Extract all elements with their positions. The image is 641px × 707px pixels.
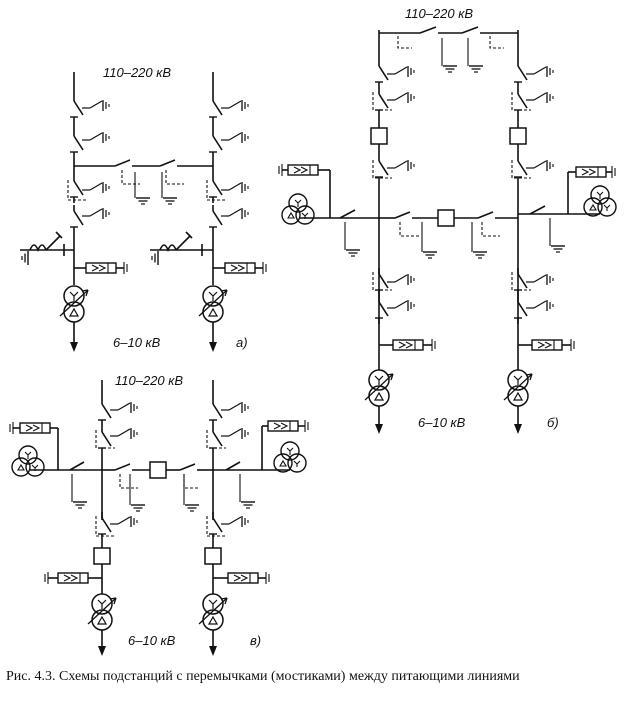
panel-a: 110–220 кВ: [20, 65, 267, 352]
panel-b-letter: б): [547, 415, 559, 430]
panel-v-lv-label: 6–10 кВ: [128, 633, 176, 648]
panel-v-letter: в): [250, 633, 261, 648]
panel-v-hv-label: 110–220 кВ: [115, 373, 183, 388]
panel-b-hv-label: 110–220 кВ: [405, 6, 473, 21]
panel-a-lv-label: 6–10 кВ: [113, 335, 161, 350]
panel-b-lv-label: 6–10 кВ: [418, 415, 466, 430]
panel-a-letter: а): [236, 335, 248, 350]
panel-b: 110–220 кВ: [278, 6, 617, 434]
figure-caption: Рис. 4.3. Схемы подстанций с перемычками…: [6, 669, 520, 684]
panel-v: 110–220 кВ: [9, 373, 309, 656]
panel-a-hv-label: 110–220 кВ: [103, 65, 171, 80]
